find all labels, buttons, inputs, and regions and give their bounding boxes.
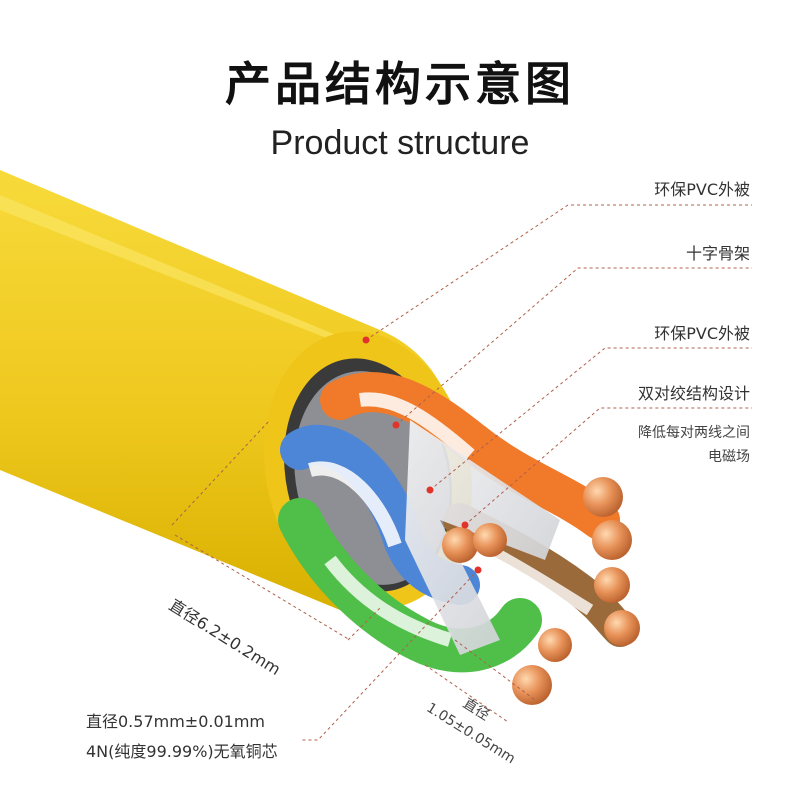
label-twisted-pair: 双对绞结构设计 — [637, 384, 750, 403]
label-twisted-pair-note-2: 电磁场 — [708, 449, 750, 465]
label-conductor-material: 4N(纯度99.99%)无氧铜芯 — [86, 742, 278, 761]
label-cross-spline: 十字骨架 — [685, 244, 750, 263]
green-pair — [278, 498, 542, 673]
leader-lines — [171, 204, 752, 741]
dim-insulation-1 — [424, 664, 509, 723]
marker-dots — [362, 336, 482, 574]
page-title: 产品结构示意图 — [225, 57, 575, 111]
cable-jacket-highlight — [0, 195, 398, 366]
label-twisted-pair-note-1: 降低每对两线之间 — [638, 425, 750, 441]
label-inner-jacket: 环保PVC外被 — [654, 324, 750, 343]
dim-insulation-2 — [454, 639, 536, 701]
copper-conductors — [442, 477, 640, 705]
leader-outer-jacket — [365, 204, 752, 341]
cross-spline — [405, 420, 560, 655]
orange-pair — [320, 372, 620, 540]
leader-cross-spline — [395, 267, 752, 426]
page-subtitle: Product structure — [270, 124, 530, 162]
label-conductor-diameter: 直径0.57mm±0.01mm — [86, 712, 266, 731]
label-outer-jacket: 环保PVC外被 — [654, 180, 750, 199]
dim-cable-right — [347, 607, 381, 641]
dim-cable-line — [174, 534, 351, 641]
